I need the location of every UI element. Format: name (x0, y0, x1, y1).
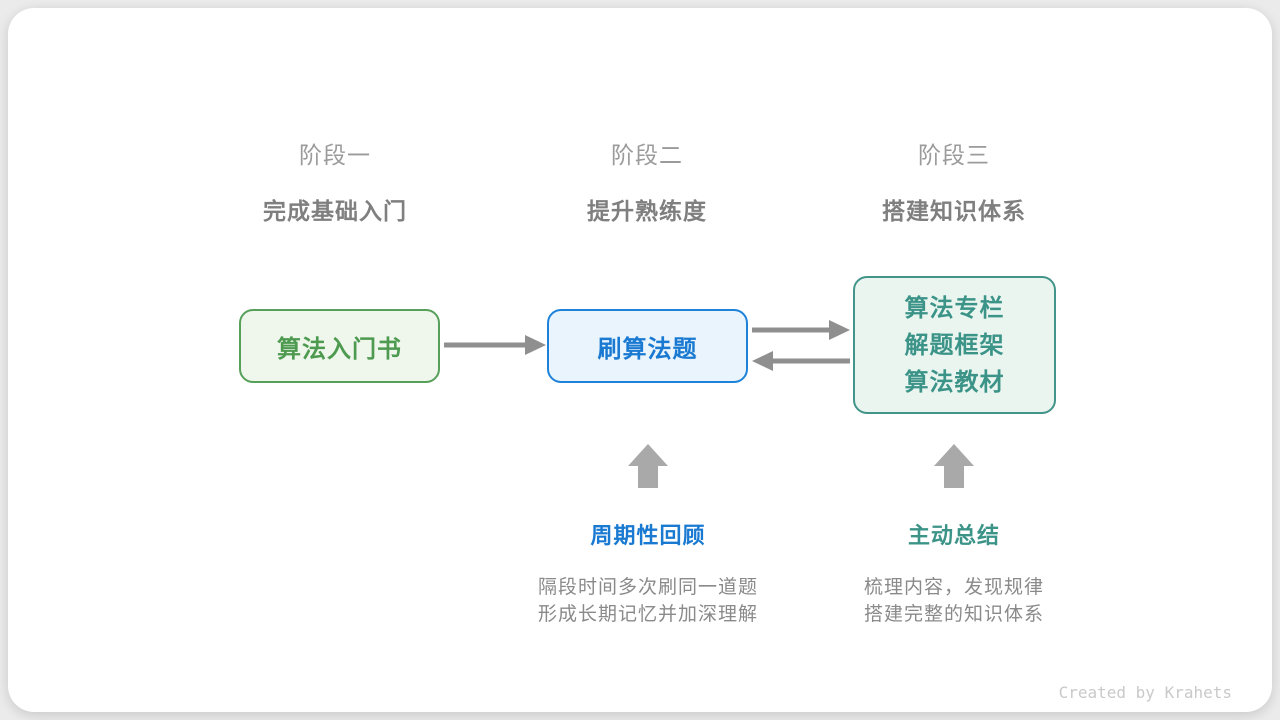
stage-1-subtitle: 完成基础入门 (263, 198, 407, 224)
annotation-active-summary-desc: 梳理内容，发现规律 搭建完整的知识体系 (794, 574, 1114, 628)
stage-3-label: 阶段三 (918, 142, 990, 168)
annotation-periodic-review-desc: 隔段时间多次刷同一道题 形成长期记忆并加深理解 (488, 574, 808, 628)
annotation-active-summary-line-2: 搭建完整的知识体系 (863, 604, 1044, 625)
annotation-periodic-review: 周期性回顾 隔段时间多次刷同一道题 形成长期记忆并加深理解 (488, 518, 808, 628)
up-arrow-review (628, 444, 668, 488)
annotation-periodic-review-line-2: 形成长期记忆并加深理解 (537, 604, 758, 625)
arrow-right-box2-to-box3 (752, 320, 850, 340)
diagram-card: 阶段一 完成基础入门 阶段二 提升熟练度 阶段三 搭建知识体系 算法入门书 刷算… (8, 8, 1272, 712)
node-knowledge-line-2: 解题框架 (904, 331, 1005, 359)
node-knowledge-line-1: 算法专栏 (904, 294, 1005, 322)
annotation-active-summary-line-1: 梳理内容，发现规律 (863, 577, 1044, 598)
node-knowledge-line-3: 算法教材 (904, 368, 1005, 396)
stage-2-label: 阶段二 (611, 142, 683, 168)
stage-3-header: 阶段三 搭建知识体系 (804, 136, 1104, 226)
arrow-left-box3-to-box2 (752, 351, 850, 371)
stage-2-subtitle: 提升熟练度 (587, 198, 707, 224)
up-arrow-summary (934, 444, 974, 488)
stage-1-header: 阶段一 完成基础入门 (185, 136, 485, 226)
node-knowledge-resources: 算法专栏 解题框架 算法教材 (853, 276, 1056, 414)
node-practice-problems-label: 刷算法题 (597, 335, 698, 363)
stage-1-label: 阶段一 (299, 142, 371, 168)
annotation-periodic-review-line-1: 隔段时间多次刷同一道题 (537, 577, 758, 598)
annotation-active-summary: 主动总结 梳理内容，发现规律 搭建完整的知识体系 (794, 518, 1114, 628)
node-intro-book: 算法入门书 (239, 309, 440, 383)
node-intro-book-label: 算法入门书 (277, 335, 402, 363)
stage-2-header: 阶段二 提升熟练度 (497, 136, 797, 226)
credit-text: Created by Krahets (1058, 683, 1232, 702)
annotation-active-summary-title: 主动总结 (907, 523, 1000, 548)
annotation-periodic-review-title: 周期性回顾 (590, 523, 706, 548)
arrow-right-box1-to-box2 (444, 335, 546, 355)
stage-3-subtitle: 搭建知识体系 (882, 198, 1026, 224)
node-practice-problems: 刷算法题 (547, 309, 748, 383)
